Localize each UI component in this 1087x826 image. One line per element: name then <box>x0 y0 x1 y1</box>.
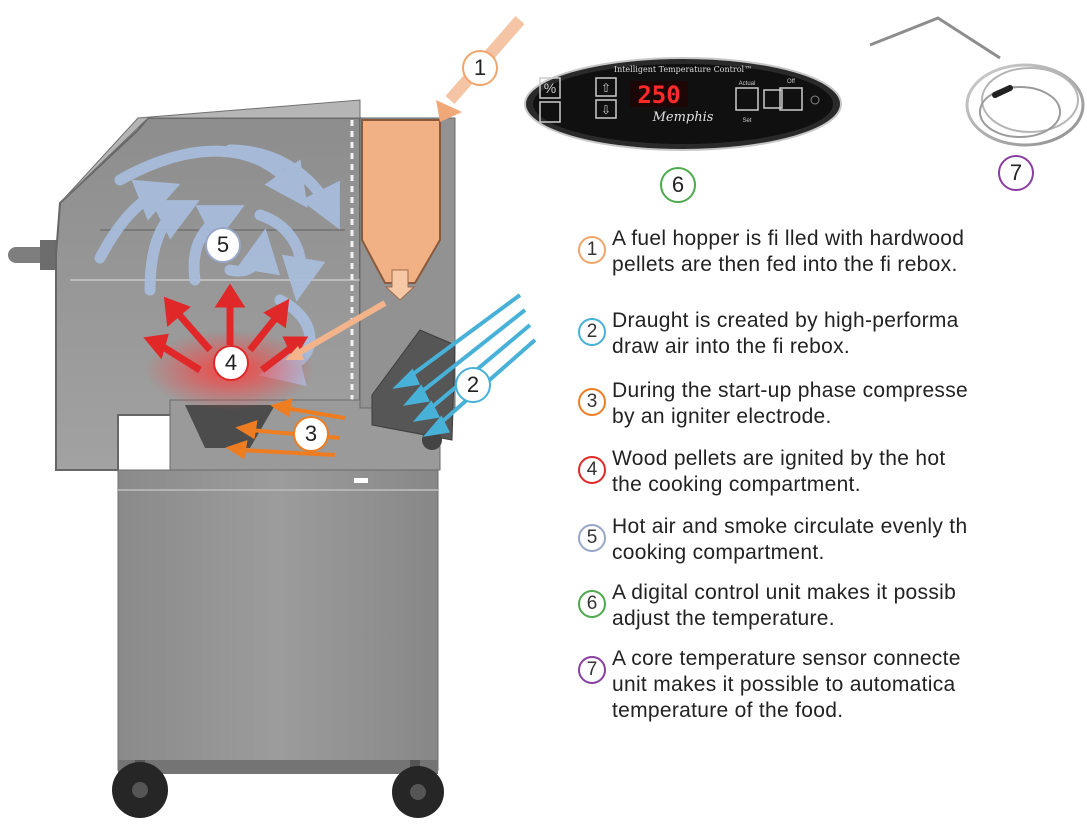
legend-item-4: 4 Wood pellets are ignited by the hot th… <box>578 446 1087 498</box>
legend-item-3: 3 During the start-up phase compresse by… <box>578 378 1087 430</box>
legend-text-7: A core temperature sensor connecte unit … <box>612 646 961 724</box>
control-panel: Intelligent Temperature Control™ Memphis… <box>525 58 841 150</box>
legend-item-5: 5 Hot air and smoke circulate evenly th … <box>578 514 1087 566</box>
legend-item-1: 1 A fuel hopper is fi lled with hardwood… <box>578 226 1087 278</box>
legend-text-4: Wood pellets are ignited by the hot the … <box>612 446 946 498</box>
off-label: Off <box>787 79 795 85</box>
set-label: Set <box>742 118 751 124</box>
legend-badge-7: 7 <box>578 656 606 684</box>
legend-text-3: During the start-up phase compresse by a… <box>612 378 968 430</box>
legend-text-5: Hot air and smoke circulate evenly th co… <box>612 514 967 566</box>
temperature-probe <box>870 18 1083 145</box>
legend-badge-4: 4 <box>578 456 606 484</box>
callout-3: 3 <box>293 416 329 452</box>
callout-6: 6 <box>660 167 696 203</box>
legend-text-6: A digital control unit makes it possib a… <box>612 580 956 632</box>
actual-label: Actual <box>739 81 756 87</box>
legend-badge-1: 1 <box>578 236 606 264</box>
legend-badge-5: 5 <box>578 524 606 552</box>
callout-4: 4 <box>213 345 249 381</box>
temperature-display: 250 <box>637 81 680 109</box>
panel-header: Intelligent Temperature Control™ <box>614 65 752 74</box>
arrow-down-icon: ⇩ <box>601 103 611 117</box>
legend-item-6: 6 A digital control unit makes it possib… <box>578 580 1087 632</box>
percent-icon: % <box>544 80 556 96</box>
callout-2: 2 <box>455 367 491 403</box>
arrow-up-icon: ⇧ <box>601 81 611 95</box>
legend-badge-2: 2 <box>578 318 606 346</box>
cabinet <box>118 470 438 774</box>
legend-item-2: 2 Draught is created by high-performa dr… <box>578 308 1087 360</box>
legend-text-2: Draught is created by high-performa draw… <box>612 308 959 360</box>
callout-7: 7 <box>998 155 1034 191</box>
legend-badge-3: 3 <box>578 388 606 416</box>
legend-badge-6: 6 <box>578 590 606 618</box>
panel-brand: Memphis <box>652 110 714 125</box>
legend-item-7: 7 A core temperature sensor connecte uni… <box>578 646 1087 724</box>
callout-1: 1 <box>462 50 498 86</box>
callout-5: 5 <box>205 227 241 263</box>
legend-text-1: A fuel hopper is fi lled with hardwood p… <box>612 226 964 278</box>
